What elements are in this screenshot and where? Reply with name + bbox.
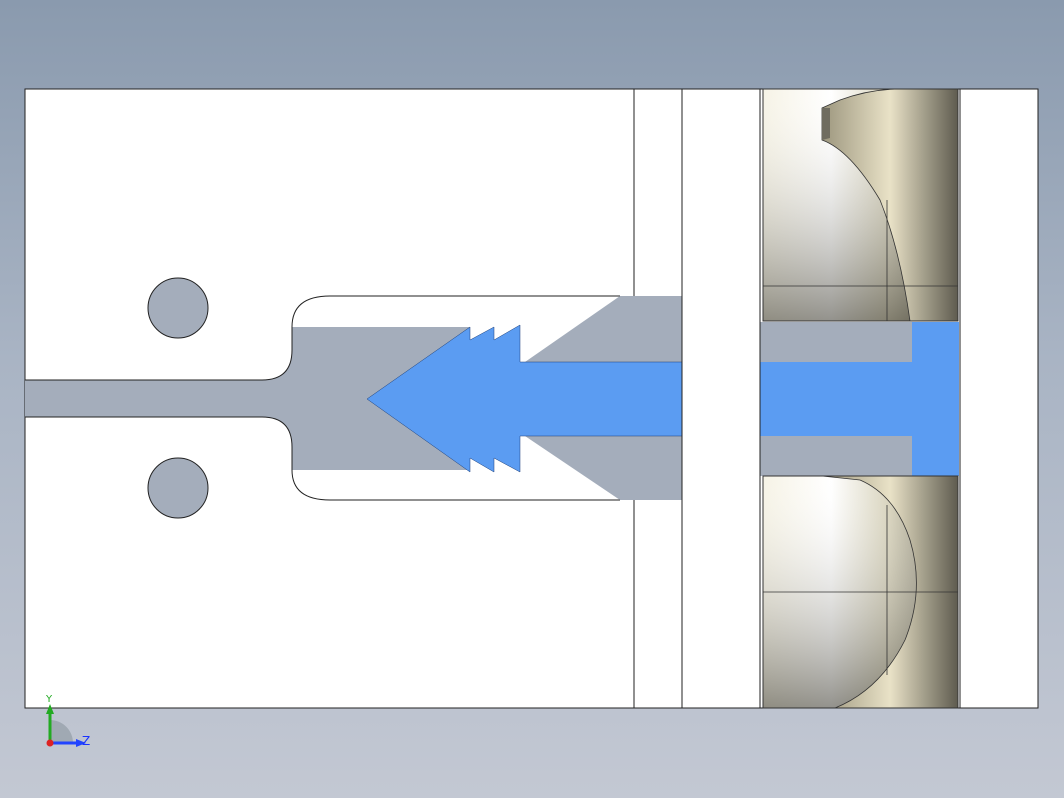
upper-hole	[147, 277, 209, 339]
guide-holes	[147, 277, 209, 519]
parting-gap	[25, 295, 620, 501]
plastic-part[interactable]	[366, 322, 959, 476]
triad-z-label: Z	[82, 734, 91, 748]
upper-ejector-pin[interactable]	[762, 88, 959, 322]
triad-y-label: Y	[46, 694, 53, 705]
triad-graphic	[46, 704, 86, 747]
runner-channel	[525, 296, 912, 500]
orientation-triad[interactable]: Y Z	[40, 694, 100, 760]
plate-dividers	[633, 89, 961, 708]
lower-hole	[147, 457, 209, 519]
lower-ejector-pin[interactable]	[762, 475, 959, 709]
